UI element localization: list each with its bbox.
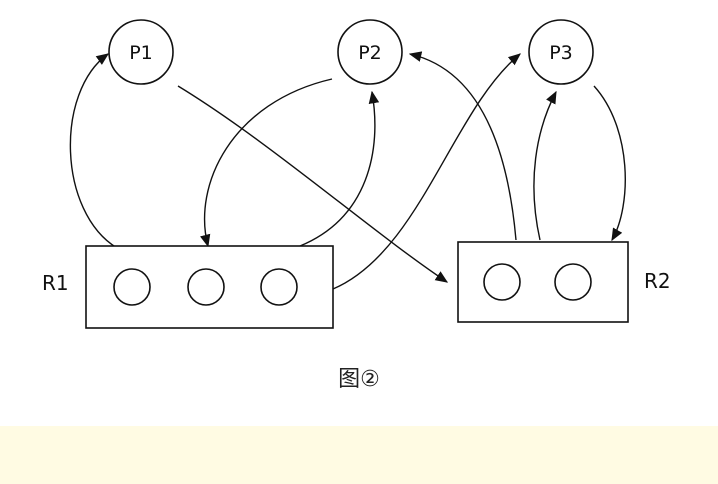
- resource-r1-instance: [187, 268, 225, 306]
- process-p1-circle: [108, 19, 174, 85]
- resource-r1-instance: [260, 268, 298, 306]
- edge-r2-to-p3: [533, 90, 557, 241]
- edge-r2-to-p2: [408, 51, 517, 241]
- edge-r1-to-p1: [69, 53, 118, 249]
- edge-r1-to-p3: [332, 53, 521, 290]
- process-p2-circle: [337, 19, 403, 85]
- process-p2-label: P2: [358, 42, 382, 64]
- edge-r1-to-p2: [299, 90, 380, 247]
- process-p3-circle: [528, 19, 594, 85]
- process-p1-label: P1: [129, 42, 153, 64]
- resource-r1-instance: [113, 268, 151, 306]
- figure-caption: 图②: [338, 367, 380, 392]
- process-p3-label: P3: [549, 42, 573, 64]
- process-p3: P3: [528, 19, 594, 85]
- resource-r1: R1: [42, 245, 334, 329]
- edge-p3-to-r2: [593, 85, 626, 242]
- footer-band: [0, 426, 718, 484]
- resource-r2-instance: [554, 263, 592, 301]
- resource-r2-instance: [483, 263, 521, 301]
- process-p2: P2: [337, 19, 403, 85]
- edge-p1-to-r2: [177, 85, 449, 283]
- resource-r2: R2: [457, 241, 671, 323]
- edges: [69, 51, 626, 290]
- edge-p2-to-r1: [200, 78, 333, 248]
- resource-r2-label: R2: [644, 269, 671, 293]
- process-p1: P1: [108, 19, 174, 85]
- resource-r1-label: R1: [42, 271, 69, 295]
